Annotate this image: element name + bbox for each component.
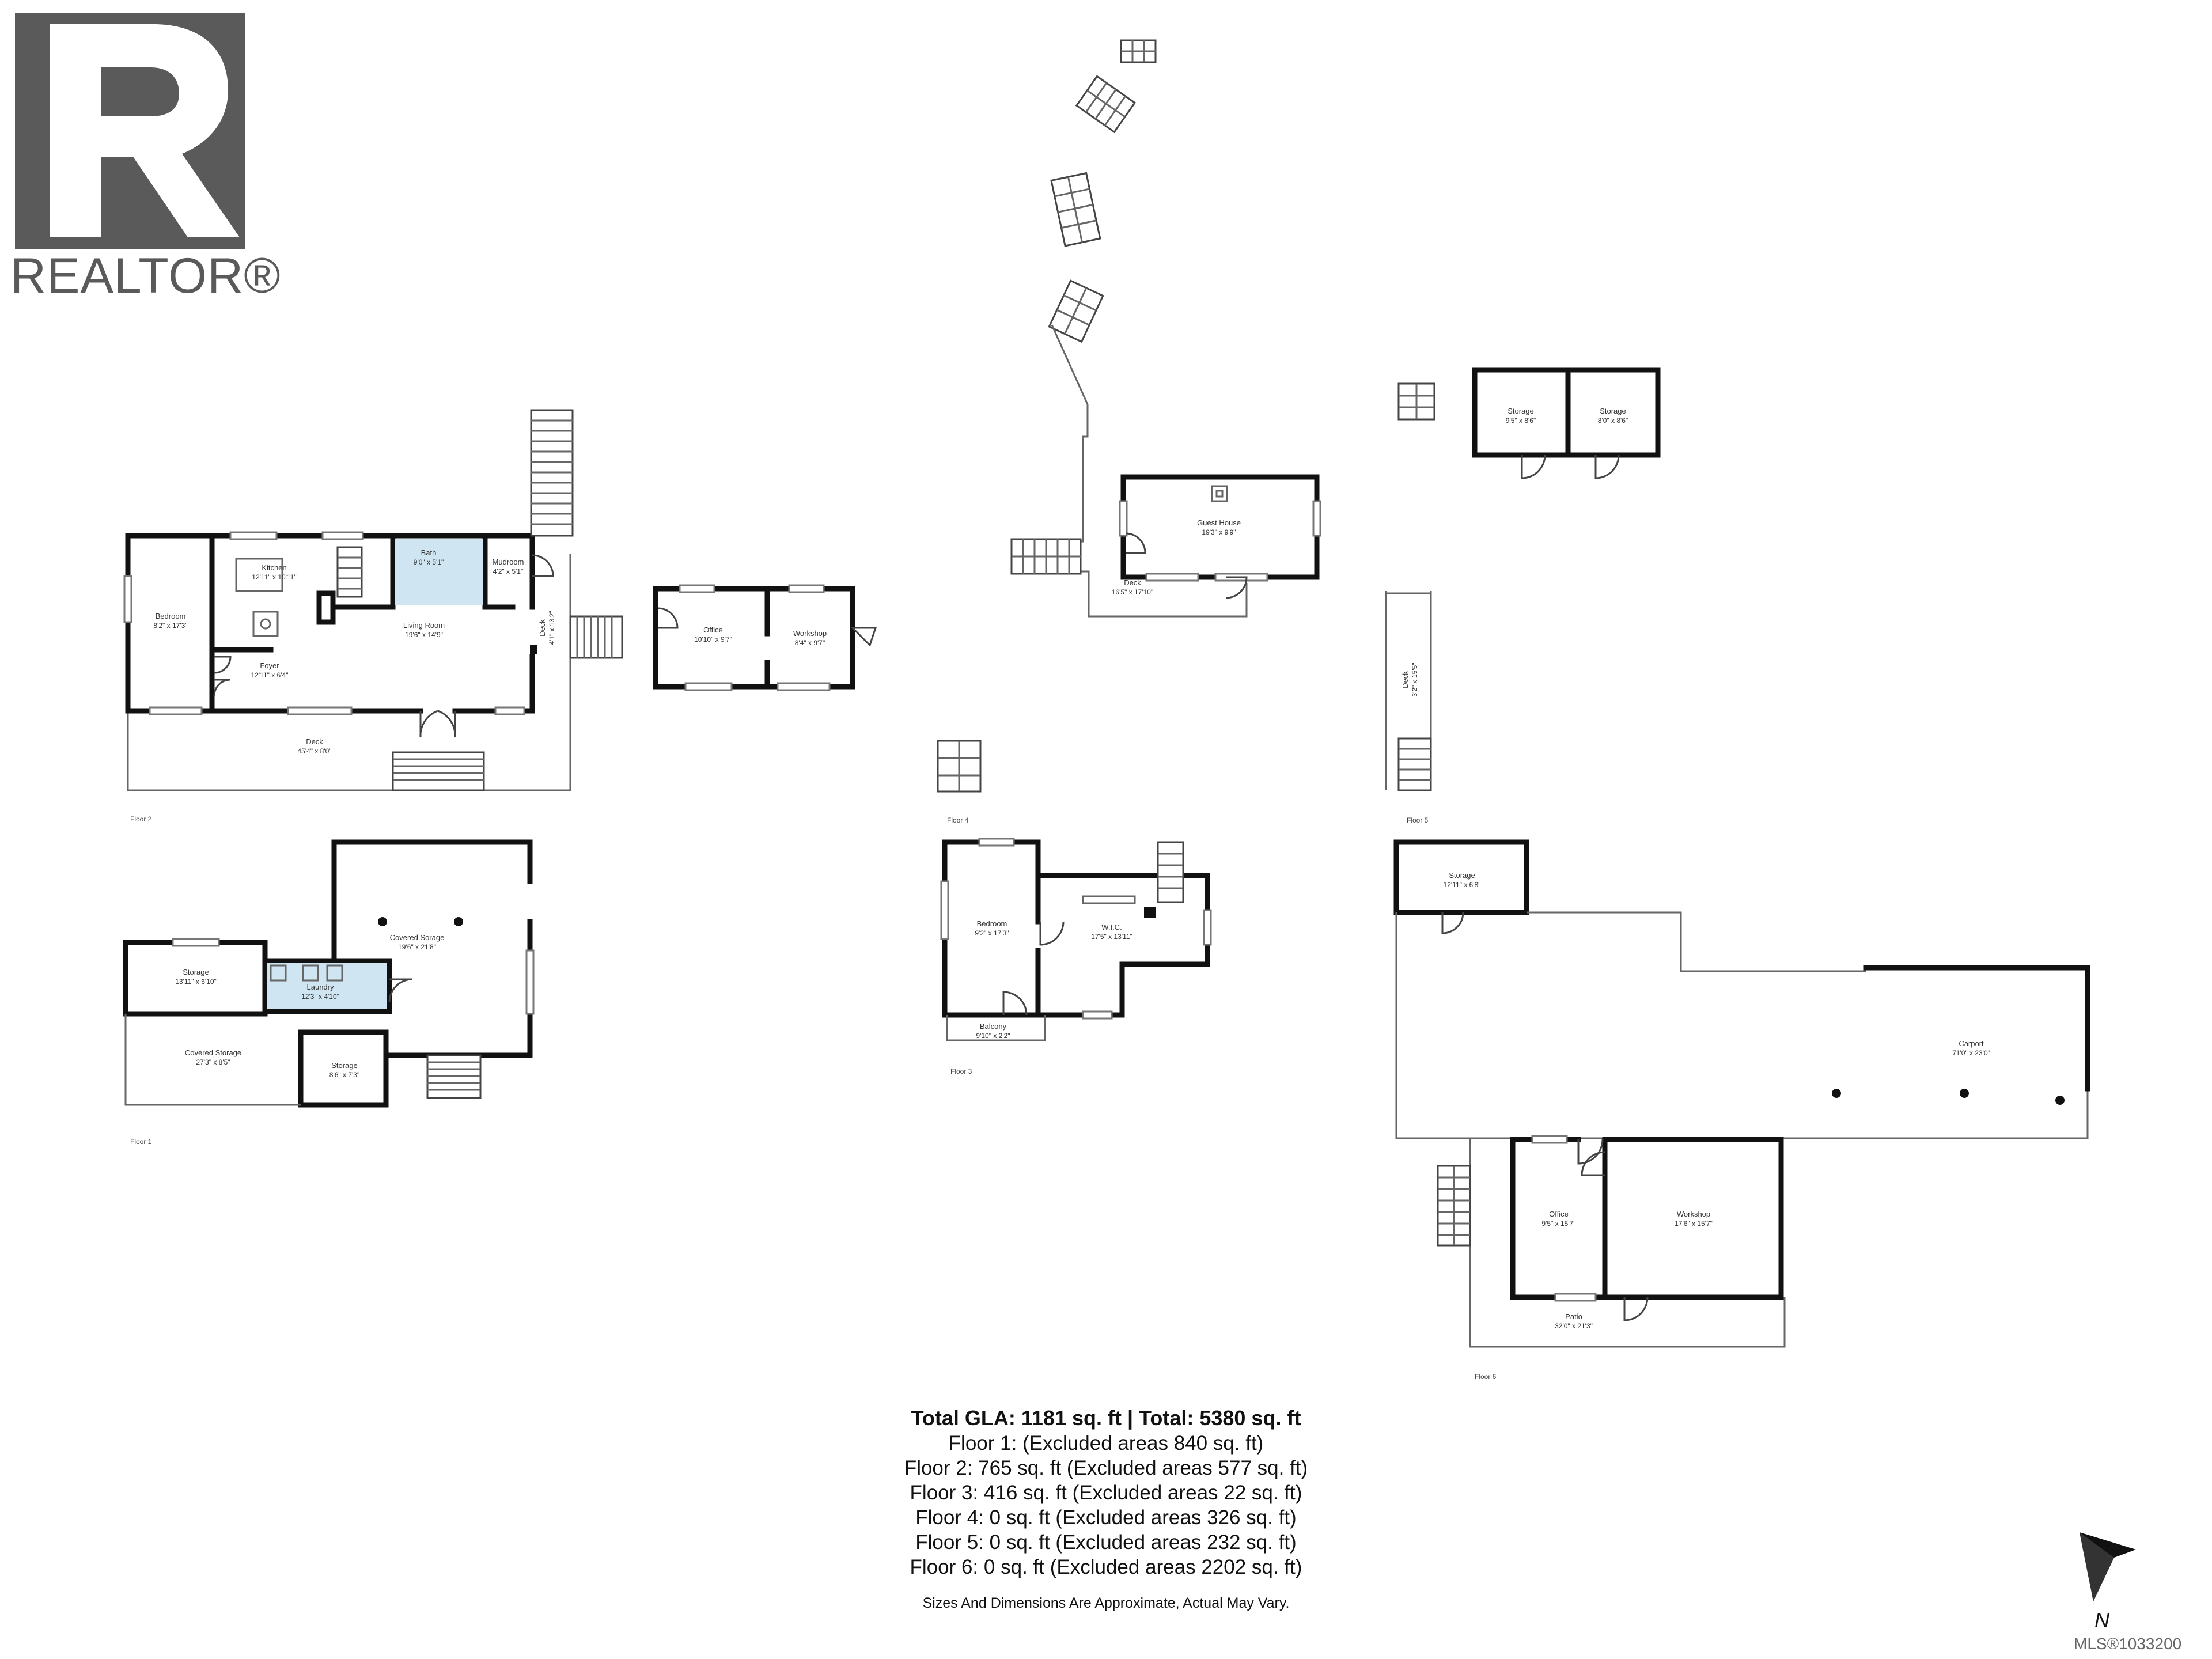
room-label: Carport (1959, 1039, 1984, 1048)
room-dims: 19'6" x 14'9" (405, 631, 443, 639)
north-arrow-icon (2080, 1532, 2136, 1601)
room-dims: 12'11" x 6'4" (251, 671, 289, 679)
room-label: Foyer (260, 661, 279, 670)
floor-4-plan: Guest House 19'3" x 9'9" Deck 16'5" x 17… (937, 39, 1321, 824)
room-label: Patio (1565, 1312, 1582, 1321)
floor-label: Floor 5 (1407, 816, 1429, 824)
room-label: Covered Storage (185, 1048, 241, 1057)
floor-5-plan: Storage 9'5" x 8'6" Storage 8'0" x 8'6" … (1385, 367, 1661, 824)
floor-area-line: Floor 4: 0 sq. ft (Excluded areas 326 sq… (915, 1506, 1297, 1529)
room-label: Office (1549, 1210, 1569, 1218)
floor-area-line: Floor 6: 0 sq. ft (Excluded areas 2202 s… (910, 1556, 1302, 1578)
room-dims: 45'4" x 8'0" (297, 747, 331, 755)
room-label: W.I.C. (1101, 923, 1122, 931)
room-dims: 71'0" x 23'0" (1952, 1049, 1990, 1057)
compass-label: N (2094, 1608, 2109, 1632)
floor-1-plan: Covered Sorage 19'6" x 21'8" Storage 13'… (123, 839, 535, 1146)
floor-label: Floor 1 (130, 1138, 152, 1146)
room-dims: 10'10" x 9'7" (694, 635, 732, 643)
floor-2-plan: Kitchen 12'11" x 10'11" Bath 9'0" x 5'1"… (123, 409, 877, 823)
floor-area-line: Floor 5: 0 sq. ft (Excluded areas 232 sq… (915, 1531, 1297, 1554)
room-dims: 19'6" x 21'8" (398, 943, 436, 951)
room-label: Storage (1508, 407, 1534, 415)
room-dims: 12'11" x 10'11" (252, 573, 296, 581)
room-dims: 13'11" x 6'10" (175, 978, 217, 986)
room-dims: 9'10" x 2'2" (976, 1032, 1010, 1040)
floor-label: Floor 3 (950, 1067, 972, 1075)
mls-number: MLS®1033200 (2074, 1635, 2182, 1653)
floor-area-line: Floor 2: 765 sq. ft (Excluded areas 577 … (904, 1457, 1308, 1479)
room-label: Workshop (1677, 1210, 1710, 1218)
room-dims: 32'0" x 21'3" (1555, 1322, 1593, 1330)
room-label: Deck (538, 619, 547, 637)
room-label: Laundry (307, 983, 334, 991)
room-dims: 4'2" x 5'1" (493, 567, 523, 575)
room-dims: 17'6" x 15'7" (1675, 1219, 1713, 1228)
area-summary: Total GLA: 1181 sq. ft | Total: 5380 sq.… (749, 1406, 1463, 1612)
room-label: Bedroom (977, 919, 1007, 928)
room-dims: 12'3" x 4'10" (301, 993, 339, 1001)
room-label: Storage (183, 968, 209, 976)
floor-label: Floor 2 (130, 815, 152, 823)
room-dims: 8'4" x 9'7" (795, 639, 825, 647)
room-dims: 9'0" x 5'1" (414, 558, 444, 566)
room-label: Living Room (403, 621, 445, 630)
floor-label: Floor 6 (1475, 1373, 1497, 1381)
room-label: Bedroom (156, 612, 186, 620)
room-label: Balcony (980, 1022, 1007, 1031)
room-dims: 9'5" x 8'6" (1506, 416, 1536, 425)
room-dims: 12'11" x 6'8" (1444, 881, 1481, 889)
room-dims: 16'5" x 17'10" (1112, 588, 1154, 596)
compass: N (2074, 1532, 2154, 1642)
room-dims: 19'3" x 9'9" (1202, 528, 1236, 536)
room-label: Covered Sorage (390, 933, 445, 942)
realtor-wordmark: REALTOR® (10, 248, 281, 304)
disclaimer: Sizes And Dimensions Are Approximate, Ac… (922, 1595, 1290, 1611)
room-label: Storage (331, 1061, 358, 1070)
floor-area-line: Floor 3: 416 sq. ft (Excluded areas 22 s… (910, 1482, 1302, 1504)
room-label: Office (703, 626, 723, 634)
room-dims: 8'0" x 8'6" (1598, 416, 1628, 425)
room-label: Deck (1401, 671, 1410, 688)
room-dims: 9'2" x 17'3" (975, 929, 1009, 937)
room-dims: 8'6" x 7'3" (329, 1071, 359, 1079)
room-label: Mudroom (493, 558, 524, 566)
room-dims: 4'1" x 13'2" (548, 611, 556, 645)
room-label: Deck (306, 737, 323, 746)
room-label: Storage (1600, 407, 1626, 415)
floor-label: Floor 4 (947, 816, 969, 824)
total-area: Total GLA: 1181 sq. ft | Total: 5380 sq.… (911, 1406, 1301, 1430)
realtor-r-logo-icon (15, 13, 245, 249)
floor-3-plan: Bedroom 9'2" x 17'3" W.I.C. 17'5" x 13'1… (940, 838, 1212, 1075)
room-dims: 3'2" x 15'5" (1411, 662, 1419, 696)
room-label: Deck (1124, 578, 1141, 587)
room-dims: 9'5" x 15'7" (1541, 1219, 1575, 1228)
room-label: Storage (1449, 871, 1475, 880)
room-dims: 17'5" x 13'11" (1091, 933, 1132, 941)
room-dims: 8'2" x 17'3" (153, 622, 187, 630)
room-label: Guest House (1197, 518, 1241, 527)
room-label: Kitchen (262, 563, 286, 572)
floor-area-line: Floor 1: (Excluded areas 840 sq. ft) (948, 1432, 1264, 1455)
room-label: Workshop (793, 629, 827, 638)
floor-6-plan: Storage 12'11" x 6'8" Carport 71'0" x 23… (1393, 839, 2090, 1381)
realtor-logo: REALTOR® (10, 10, 281, 301)
room-label: Bath (421, 548, 437, 557)
room-dims: 27'3" x 8'5" (196, 1058, 230, 1066)
